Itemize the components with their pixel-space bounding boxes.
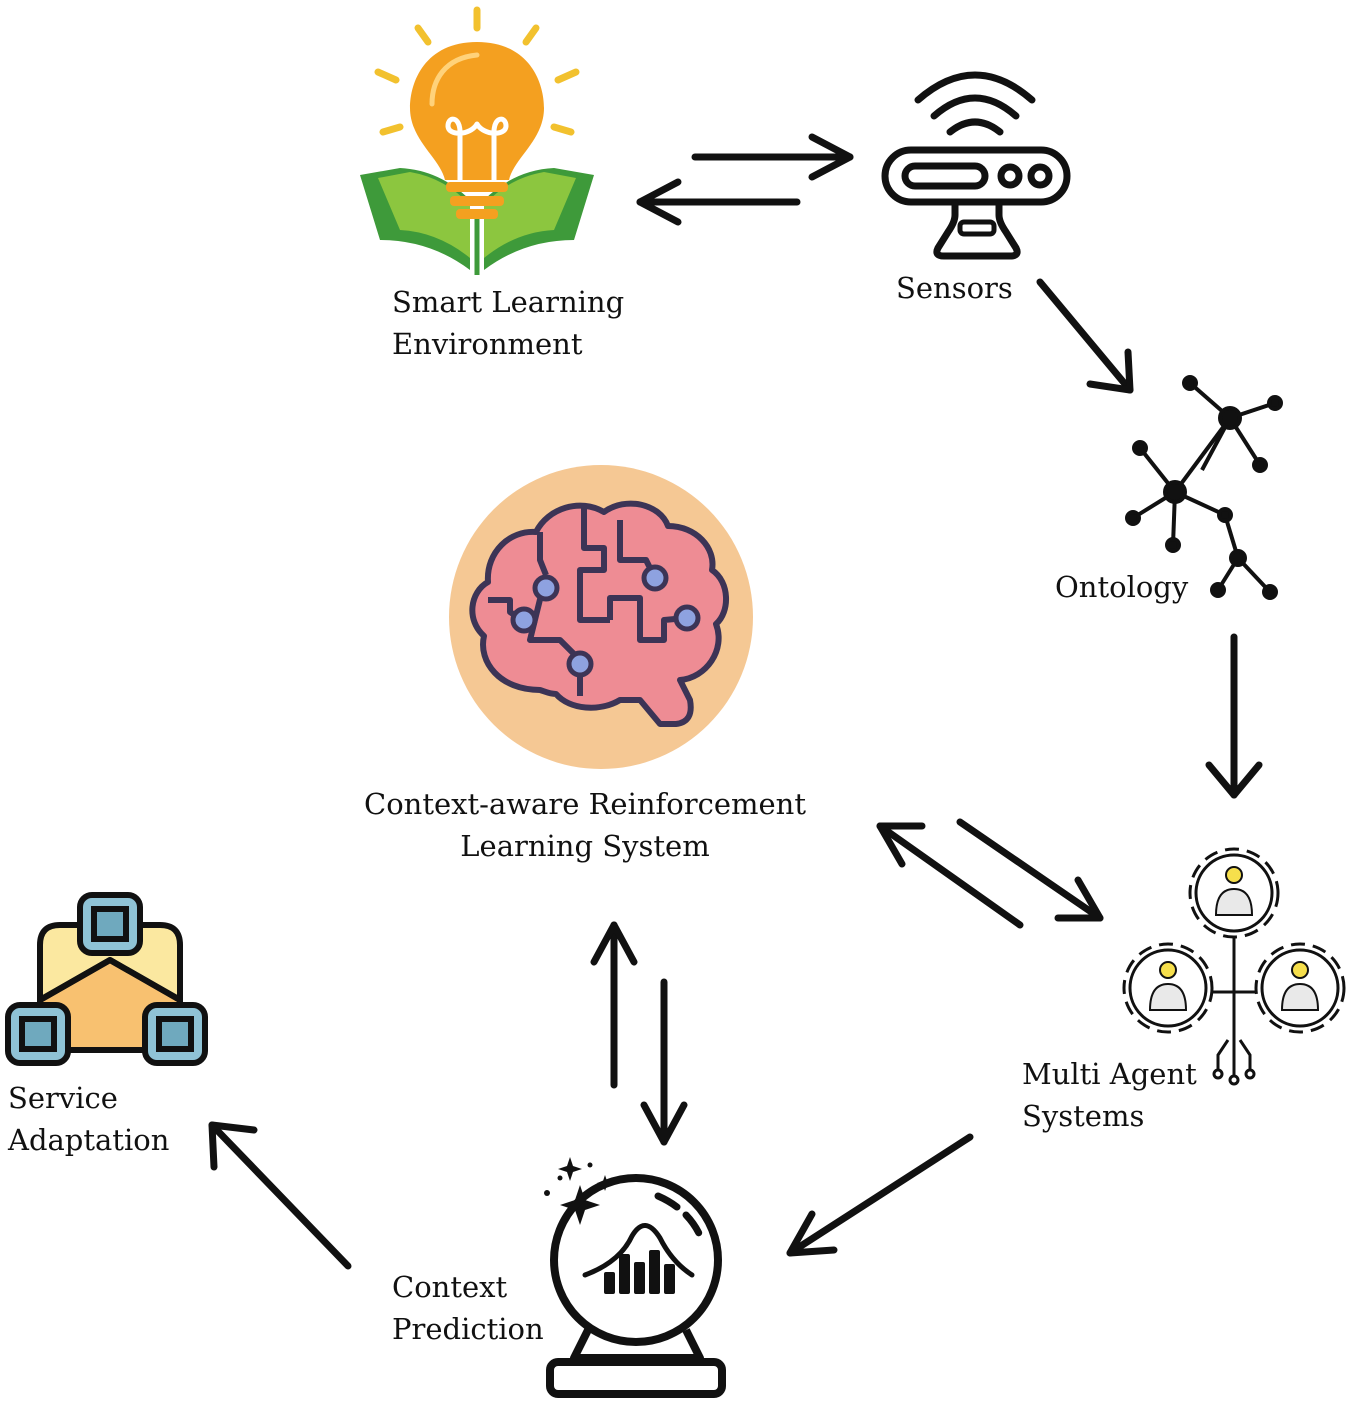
core-line2: Learning System [460,829,710,863]
smart-learning-line2: Environment [392,327,583,361]
agent-circuit [1212,937,1256,1086]
arrow-ontology-to-agents [1205,633,1263,799]
connected-blocks-icon [5,892,208,1066]
agents-gears-icon [1122,847,1346,1086]
node-label-sensors: Sensors [896,267,1013,309]
prediction-line1: Context [392,1270,508,1304]
core-line1: Context-aware Reinforcement [364,787,806,821]
service-line2: Adaptation [8,1123,170,1157]
arrow-prediction-to-service [208,1121,352,1270]
prediction-line2: Prediction [392,1312,544,1346]
arrow-core-to-prediction [640,978,688,1146]
node-label-prediction: Context Prediction [392,1266,544,1350]
multi-agent-line1: Multi Agent [1022,1057,1197,1091]
agent-gear-top [1188,847,1280,939]
brain-circuit-icon [449,465,753,769]
arrow-sensors-to-env [636,178,801,226]
wireless-sensor-icon [881,71,1071,260]
light-rays [374,6,580,136]
arrow-sensors-to-ontology [1036,278,1134,394]
arrow-agents-to-core [876,822,1024,929]
arrows [208,133,1263,1270]
agent-gear-left [1122,942,1214,1034]
node-label-service: Service Adaptation [8,1077,169,1161]
smart-learning-line1: Smart Learning [392,285,625,319]
node-label-smart-learning: Smart Learning Environment [392,281,624,365]
agent-gear-right [1254,942,1346,1034]
arrow-agents-to-prediction [786,1133,974,1257]
node-label-core: Context-aware Reinforcement Learning Sys… [340,783,830,867]
crystal-ball-chart-icon [544,1157,726,1398]
service-line1: Service [8,1081,118,1115]
arrow-prediction-to-core [590,921,638,1089]
sensors-line1: Sensors [896,271,1013,305]
node-label-multi-agent: Multi Agent Systems [1022,1053,1197,1137]
arrow-core-to-agents [956,818,1104,922]
ontology-line1: Ontology [1055,570,1189,604]
network-graph-icon [1125,375,1283,600]
multi-agent-line2: Systems [1022,1099,1145,1133]
lightbulb-book-icon [360,6,594,278]
node-label-ontology: Ontology [1055,566,1188,608]
arrow-env-to-sensors [691,133,854,181]
